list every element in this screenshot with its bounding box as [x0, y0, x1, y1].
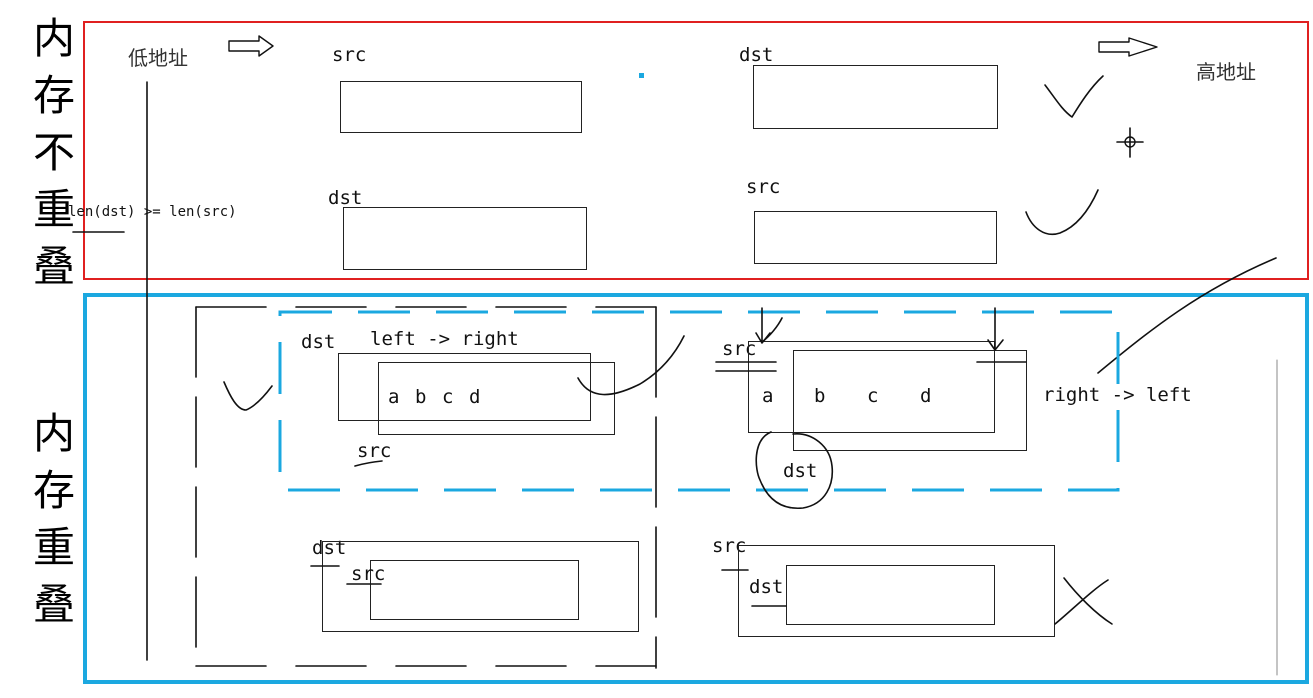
rt-dst-box: [793, 350, 1027, 451]
lt-dst-label: dst: [301, 331, 336, 353]
lb-src-box: [370, 560, 579, 620]
row2-dst-box: [343, 207, 587, 270]
no-overlap-frame: [83, 21, 1309, 280]
rt-direction-label: right -> left: [1043, 384, 1192, 406]
side-label-overlap: 内 存 重 叠: [32, 409, 75, 629]
lt-src-label: src: [357, 440, 392, 462]
lt-char-b: b: [415, 386, 427, 408]
rb-src-label: src: [712, 535, 747, 557]
lt-char-a: a: [388, 386, 400, 408]
lt-char-d: d: [469, 386, 481, 408]
row1-dst-box: [753, 65, 998, 129]
row1-dst-label: dst: [739, 44, 774, 66]
cyan-marker: [639, 73, 644, 78]
row2-src-label: src: [746, 176, 781, 198]
high-address-label: 高地址: [1196, 60, 1256, 84]
rt-char-d: d: [920, 385, 932, 407]
rt-char-c: c: [867, 385, 879, 407]
overlap-frame: [83, 293, 1309, 684]
lt-direction-label: left -> right: [370, 328, 519, 350]
lt-char-c: c: [442, 386, 454, 408]
lt-src-box: [378, 362, 615, 435]
row1-src-label: src: [332, 44, 367, 66]
rb-dst-label: dst: [749, 576, 784, 598]
low-address-label: 低地址: [128, 46, 188, 70]
side-label-no-overlap: 内 存 不 重 叠: [32, 14, 75, 291]
rt-char-a: a: [762, 385, 774, 407]
rt-char-b: b: [814, 385, 826, 407]
length-condition: len(dst) >= len(src): [68, 204, 237, 220]
lb-dst-label: dst: [312, 537, 347, 559]
rb-dst-box: [786, 565, 995, 625]
row2-src-box: [754, 211, 997, 264]
row2-dst-label: dst: [328, 187, 363, 209]
lb-dst-box: [322, 541, 639, 632]
rt-dst-label: dst: [783, 460, 818, 482]
lb-src-label: src: [351, 563, 386, 585]
row1-src-box: [340, 81, 582, 133]
